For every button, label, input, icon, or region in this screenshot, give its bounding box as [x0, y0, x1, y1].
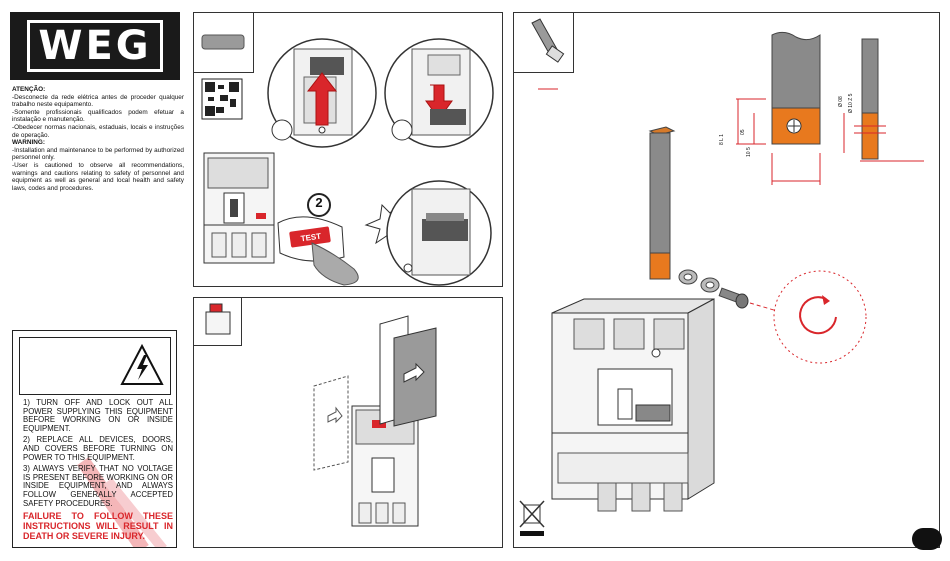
atencao-title: ATENÇÃO:: [12, 86, 46, 93]
breaker-3d: [551, 298, 715, 512]
busbar-with-hardware: [648, 126, 785, 314]
safety-notes: ATENÇÃO: -Desconecte da rede elétrica an…: [12, 86, 184, 192]
step-number-label: 2: [315, 195, 323, 210]
panel-icon-box: [194, 298, 242, 346]
terminal-illustration: [519, 31, 924, 536]
lever-up-step: [267, 38, 377, 148]
busbar-side-view: [843, 38, 924, 162]
weg-logo: WEG: [10, 12, 180, 80]
side-cover-sheet: [379, 315, 437, 427]
accessory-panel: [193, 297, 503, 548]
panel-icon-box: [514, 13, 574, 73]
terminal-panel: 8 L 1 05 10 5 Ø 08 Ø 10 Z 5: [513, 12, 940, 548]
warning-title: WARNING:: [12, 139, 46, 147]
high-voltage-warning-icon: [120, 343, 164, 385]
accessory-illustration: [313, 315, 437, 527]
weee-recycle-icon: [519, 500, 545, 536]
danger-item: 3) ALWAYS VERIFY THAT NO VOLTAGE IS PRES…: [23, 464, 173, 508]
test-procedure-illustration: [201, 38, 494, 286]
test-procedure-panel: 2 TEST: [193, 12, 503, 287]
breaker-front: [203, 152, 275, 264]
danger-diagonal-mark: [77, 457, 167, 547]
atencao-item: -Obedecer normas nacionais, estaduais, l…: [12, 123, 184, 139]
terminal-bar-icon: [531, 18, 565, 63]
tripped-lever-step: [386, 180, 492, 286]
dimension-label: Ø 08: [838, 96, 844, 107]
atencao-item: -Somente profissionais qualificados pode…: [12, 108, 184, 124]
accessory-box-icon: [205, 303, 231, 335]
busbar-front-view: [736, 31, 821, 185]
dimension-label: 05: [740, 129, 746, 135]
danger-red-warning: FAILURE TO FOLLOW THESE INSTRUCTIONS WIL…: [23, 511, 173, 542]
page-number-badge: [912, 528, 942, 550]
dimension-label: 8 L 1: [719, 134, 725, 145]
panel-icon-box: [194, 13, 254, 73]
torque-detail: [773, 270, 867, 364]
dimension-label: 10 5: [746, 147, 752, 157]
logo-text: WEG: [27, 20, 163, 72]
test-step: [277, 193, 359, 286]
qr-code: [201, 78, 243, 120]
warning-item: -Installation and maintenance to be perf…: [12, 146, 184, 162]
dashed-cover-outline: [313, 375, 349, 471]
breaker-body: [351, 405, 419, 527]
dimension-label: Ø 10 Z 5: [848, 93, 854, 113]
atencao-item: -Desconecte da rede elétrica antes de pr…: [12, 93, 184, 109]
danger-text: 1) TURN OFF AND LOCK OUT ALL POWER SUPPL…: [23, 398, 173, 544]
danger-item: 2) REPLACE ALL DEVICES, DOORS, AND COVER…: [23, 435, 173, 462]
warning-item: -User is cautioned to observe all recomm…: [12, 161, 184, 192]
test-button-icon: [201, 34, 245, 50]
lever-down-step: [384, 38, 494, 148]
danger-header: [19, 337, 171, 395]
danger-box: 1) TURN OFF AND LOCK OUT ALL POWER SUPPL…: [12, 330, 177, 548]
danger-item: 1) TURN OFF AND LOCK OUT ALL POWER SUPPL…: [23, 398, 173, 433]
